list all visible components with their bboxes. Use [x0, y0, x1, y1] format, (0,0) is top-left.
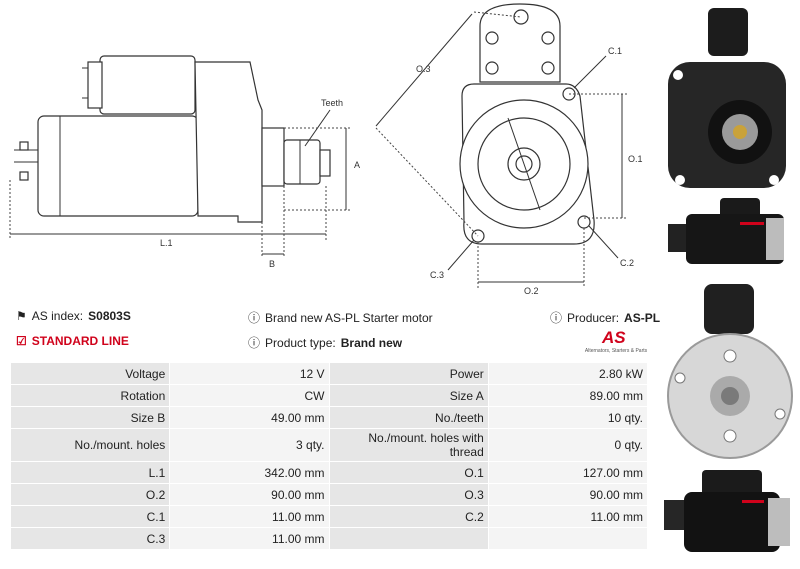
photo-side-small [668, 198, 784, 264]
spec-label: C.3 [11, 528, 170, 549]
spec-value: 127.00 mm [488, 462, 647, 483]
dim-o2-label: O.2 [524, 286, 539, 296]
spec-value: 11.00 mm [170, 506, 329, 527]
spec-label: O.3 [329, 484, 488, 505]
tag-icon: ⚑ [16, 309, 27, 323]
check-square-icon: ☑ [16, 334, 27, 348]
photo-side-large [664, 470, 790, 552]
product-photos [660, 0, 800, 569]
spec-label: Size A [329, 385, 488, 406]
brand-logo: AS Alternators, Starters & Parts [580, 328, 652, 358]
front-view-diagram: O.3 O.1 O.2 C.1 C.2 C.3 [375, 3, 643, 296]
as-index-value: S0803S [88, 309, 131, 323]
side-view-diagram: Teeth A L.1 B [9, 55, 360, 269]
spec-label: Power [329, 363, 488, 384]
logo-tagline: Alternators, Starters & Parts [584, 348, 648, 354]
spec-label: No./mount. holes with thread [329, 429, 488, 461]
spec-value: 0 qty. [488, 429, 647, 461]
description-row: ⓘ Brand new AS-PL Starter motor [248, 309, 433, 326]
dim-o3-label: O.3 [416, 64, 431, 74]
description-text: Brand new AS-PL Starter motor [265, 310, 433, 325]
spec-value: 3 qty. [170, 429, 329, 461]
photo-rear [667, 284, 793, 459]
spec-value: 89.00 mm [488, 385, 647, 406]
spec-label: Voltage [11, 363, 170, 384]
spec-value: 11.00 mm [488, 506, 647, 527]
info-icon: ⓘ [550, 311, 563, 325]
standard-line-label: STANDARD LINE [31, 334, 129, 348]
dim-b-label: B [269, 259, 275, 269]
spec-value: CW [170, 385, 329, 406]
dim-o1-label: O.1 [628, 154, 643, 164]
spec-label: O.1 [329, 462, 488, 483]
dim-c1-label: C.1 [608, 46, 622, 56]
spec-label: C.2 [329, 506, 488, 527]
spec-value [488, 528, 647, 549]
spec-label: L.1 [11, 462, 170, 483]
dim-a-label: A [354, 160, 360, 170]
spec-label: O.2 [11, 484, 170, 505]
producer-row: ⓘ Producer: AS-PL [550, 309, 660, 326]
dim-l1-label: L.1 [160, 238, 173, 248]
spec-label: Size B [11, 407, 170, 428]
spec-value: 90.00 mm [488, 484, 647, 505]
dim-c3-label: C.3 [430, 270, 444, 280]
producer-label: Producer: [567, 310, 620, 325]
as-index-label: AS index: [31, 309, 84, 323]
spec-value: 11.00 mm [170, 528, 329, 549]
info-icon: ⓘ [248, 311, 261, 325]
spec-label: C.1 [11, 506, 170, 527]
standard-line-row: ☑ STANDARD LINE [16, 334, 129, 348]
spec-value: 342.00 mm [170, 462, 329, 483]
logo-mark: AS [602, 328, 626, 347]
spec-value: 12 V [170, 363, 329, 384]
dim-c2-label: C.2 [620, 258, 634, 268]
producer-value: AS-PL [624, 310, 661, 325]
spec-value: 10 qty. [488, 407, 647, 428]
spec-value: 90.00 mm [170, 484, 329, 505]
spec-label: No./mount. holes [11, 429, 170, 461]
teeth-label: Teeth [321, 98, 343, 108]
spec-value: 2.80 kW [488, 363, 647, 384]
product-type-label: Product type: [265, 335, 336, 350]
product-type-row: ⓘ Product type: Brand new [248, 334, 402, 351]
product-type-value: Brand new [340, 335, 403, 350]
spec-label: No./teeth [329, 407, 488, 428]
info-icon: ⓘ [248, 336, 261, 350]
photo-front-flange [668, 8, 786, 188]
as-index-row: ⚑ AS index: S0803S [16, 309, 131, 323]
spec-value: 49.00 mm [170, 407, 329, 428]
spec-label: Rotation [11, 385, 170, 406]
spec-label [329, 528, 488, 549]
